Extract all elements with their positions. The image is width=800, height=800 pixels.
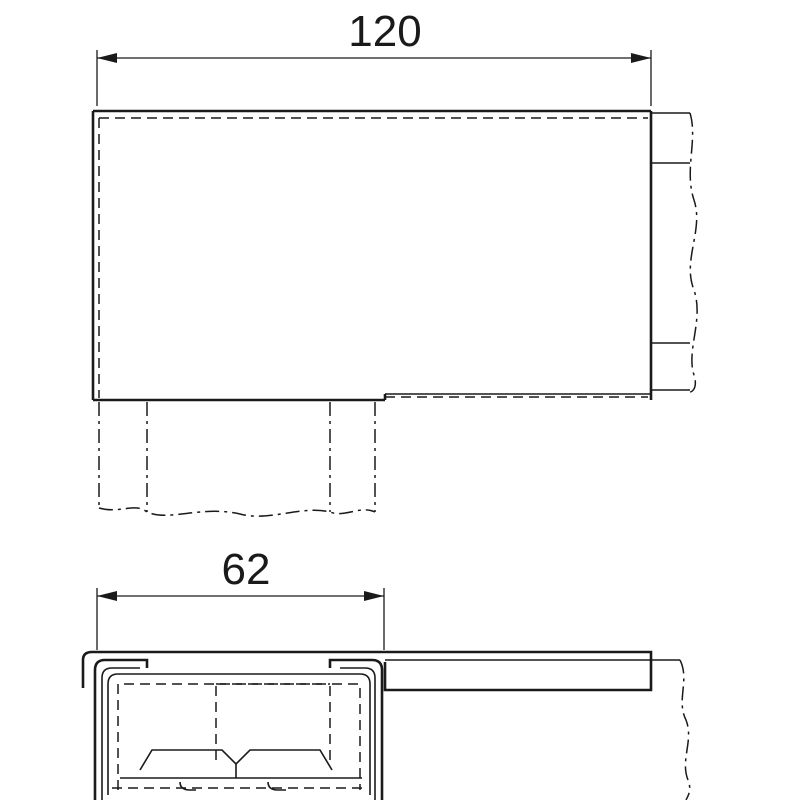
dimension-arrow-left (97, 53, 117, 63)
wall-rail-right-side (651, 659, 691, 800)
side-view: 62 (81, 545, 691, 800)
wall-rail-right (651, 112, 698, 393)
dimension-62: 62 (96, 545, 385, 650)
dimension-arrow-left (97, 591, 117, 601)
top-view: 120 (91, 7, 698, 517)
dimension-120: 120 (96, 7, 652, 106)
plate-side (81, 650, 653, 800)
dimension-arrow-right (631, 53, 651, 63)
dimension-arrow-right (364, 591, 384, 601)
dimension-label-62: 62 (222, 545, 271, 594)
dimension-label-120: 120 (348, 7, 421, 56)
mounting-legs (98, 402, 376, 517)
plate-outline (91, 109, 653, 402)
clip-bracket (101, 667, 376, 800)
